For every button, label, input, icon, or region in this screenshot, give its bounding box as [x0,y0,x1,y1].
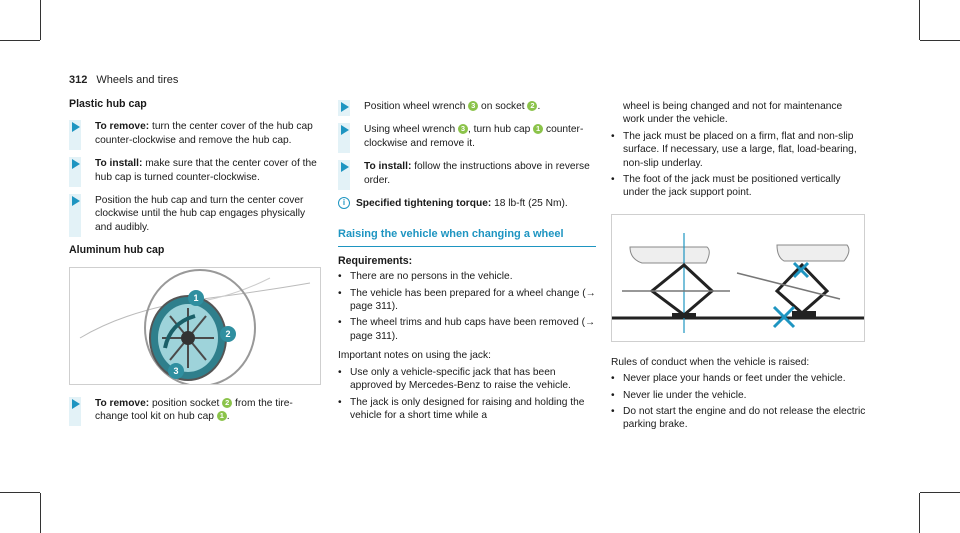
jack-illustration [611,213,865,342]
column-1: Plastic hub cap To remove: turn the cent… [69,98,324,433]
marker-3: 3 [468,101,479,111]
continued-text: wheel is being changed and not for maint… [623,101,843,126]
step-install-plastic: To install: make sure that the center co… [69,157,324,188]
page-number: 312 [69,74,88,86]
marker-2: 2 [225,329,230,339]
list-item: The wheel trims and hub caps have been r… [338,316,596,343]
step-turn-hub-cap: Using wheel wrench 3, turn hub cap 1 cou… [338,123,596,154]
column-2: Position wheel wrench 3 on socket 2. Usi… [338,100,596,425]
marker-1: 1 [533,124,544,135]
crop-mark [920,492,960,493]
list-item: Do not start the engine and do not relea… [611,405,866,432]
step-remove-aluminum: To remove: position socket 2 from the ti… [69,396,324,427]
arrow-icon [72,122,80,133]
crop-mark [919,493,920,533]
crop-mark [0,40,40,41]
step-position-plastic: Position the hub cap and turn the center… [69,194,324,238]
list-item: Use only a vehicle-specific jack that ha… [338,366,596,393]
step-remove-plastic: To remove: turn the center cover of the … [69,120,324,151]
crop-mark [920,40,960,41]
requirements-heading: Requirements: [338,254,413,267]
list-item: There are no persons in the vehicle. [338,270,596,284]
column-3: wheel is being changed and not for maint… [611,100,866,435]
marker-1: 1 [193,293,198,303]
wheel-illustration: 1 2 3 [69,266,321,387]
list-item: The foot of the jack must be positioned … [611,173,866,200]
list-item: The vehicle has been prepared for a whee… [338,287,596,314]
notes-intro: Important notes on using the jack: [338,350,491,362]
step-position-wrench: Position wheel wrench 3 on socket 2. [338,100,596,117]
arrow-icon [341,162,349,173]
marker-1: 1 [216,411,227,422]
crop-mark [919,0,920,40]
marker-2: 2 [222,397,233,408]
list-item: The jack must be placed on a firm, flat … [611,130,866,170]
page-title: Wheels and tires [96,74,179,86]
crop-mark [40,493,41,533]
arrow-icon [72,159,80,170]
crop-mark [0,492,40,493]
list-item: Never place your hands or feet under the… [611,372,866,386]
wheel-image: 1 2 3 [79,268,311,387]
jack-image [612,232,864,333]
plastic-hub-cap-heading: Plastic hub cap [69,98,147,110]
arrow-icon [72,398,80,409]
crop-mark [40,0,41,40]
step-install-aluminum: To install: follow the instructions abov… [338,160,596,191]
page-header: 312 Wheels and tires [69,74,178,86]
list-item: Never lie under the vehicle. [611,389,866,403]
torque-note: i Specified tightening torque: 18 lb-ft … [338,197,596,210]
marker-3: 3 [173,366,178,376]
arrow-icon [341,102,349,112]
arrow-icon [341,125,349,136]
rules-intro: Rules of conduct when the vehicle is rai… [611,356,810,368]
marker-2: 2 [527,101,538,111]
list-item: The jack is only designed for raising an… [338,396,596,423]
aluminum-hub-cap-heading: Aluminum hub cap [69,244,165,257]
section-heading: Raising the vehicle when changing a whee… [338,228,596,247]
marker-3: 3 [458,124,468,135]
arrow-icon [72,196,80,207]
info-icon: i [338,197,350,210]
